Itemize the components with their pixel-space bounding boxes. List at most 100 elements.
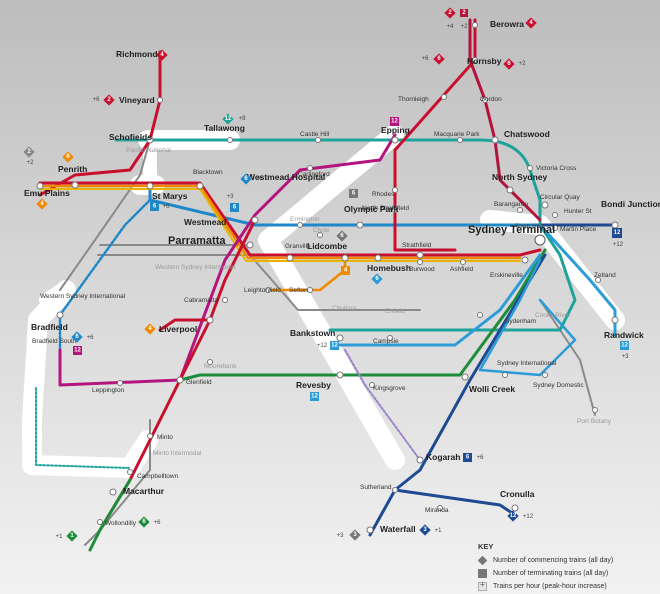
station-dot-leppington[interactable] bbox=[117, 380, 123, 386]
inc-vineyard: +6 bbox=[93, 97, 101, 103]
station-dot-cabramatta[interactable] bbox=[222, 297, 228, 303]
badge-diamond-liverpool bbox=[144, 323, 156, 335]
station-dot-macarthur[interactable] bbox=[109, 488, 117, 496]
station-dot-parramatta[interactable] bbox=[246, 241, 254, 249]
badge-text-vineyard: 2 bbox=[107, 97, 111, 103]
badge-diamond-cronulla bbox=[507, 510, 519, 522]
badge-diamond-waterfall bbox=[419, 524, 431, 536]
station-dot-sutherland[interactable] bbox=[392, 487, 398, 493]
station-dot-homebush[interactable] bbox=[374, 254, 382, 262]
station-dot-berowra[interactable] bbox=[472, 22, 478, 28]
station-dot-carlingford[interactable] bbox=[307, 165, 313, 171]
station-dot-westmead[interactable] bbox=[251, 216, 259, 224]
station-dot-sefton[interactable] bbox=[307, 287, 313, 293]
station-dot-strathfield[interactable] bbox=[416, 251, 424, 259]
station-dot-randwick[interactable] bbox=[611, 316, 619, 324]
label-westmead-hospital: Westmead Hospital bbox=[247, 172, 325, 182]
line-t4-illawarra bbox=[368, 253, 547, 537]
station-dot-campbelltown[interactable] bbox=[127, 469, 133, 475]
station-dot-penrith[interactable] bbox=[71, 181, 79, 189]
label-burwood: Burwood bbox=[409, 266, 435, 273]
station-dot-cronulla[interactable] bbox=[511, 504, 519, 512]
label-gordon: Gordon bbox=[480, 96, 502, 103]
badge-diamond-hornsby-left bbox=[433, 53, 445, 65]
station-dot-st-marys[interactable] bbox=[146, 182, 154, 190]
label-randwick: Randwick bbox=[604, 330, 644, 340]
station-dot-sydenham[interactable] bbox=[477, 312, 483, 318]
station-dot-waterfall[interactable] bbox=[366, 526, 374, 534]
station-dot-ermington[interactable] bbox=[297, 222, 303, 228]
station-dot-emu-plains[interactable] bbox=[36, 182, 44, 190]
station-dot-castle-hill[interactable] bbox=[315, 137, 321, 143]
label-bondi-junction: Bondi Junction bbox=[601, 199, 660, 209]
station-dot-olympic-park[interactable] bbox=[356, 221, 364, 229]
label-clyde: Clyde bbox=[313, 227, 330, 234]
label-granville: Granville bbox=[285, 243, 311, 250]
station-dot-epping[interactable] bbox=[391, 136, 399, 144]
label-parramatta: Parramatta bbox=[168, 235, 226, 247]
station-dot-blacktown[interactable] bbox=[196, 182, 204, 190]
station-dot-north-strathfield[interactable] bbox=[392, 207, 398, 213]
line-t4-cronulla bbox=[393, 488, 517, 517]
station-dot-tallawong[interactable] bbox=[227, 137, 233, 143]
station-dot-schofields[interactable] bbox=[146, 136, 154, 144]
station-dot-clyde[interactable] bbox=[317, 232, 323, 238]
line-t1-liverpool-spur bbox=[158, 318, 212, 332]
station-dot-rhodes[interactable] bbox=[392, 187, 398, 193]
station-dot-barangaroo[interactable] bbox=[517, 207, 523, 213]
station-dot-lidcombe[interactable] bbox=[341, 254, 349, 262]
badge-square-lidcombe bbox=[341, 266, 350, 275]
station-dot-miranda[interactable] bbox=[437, 505, 443, 511]
station-dot-gordon[interactable] bbox=[482, 97, 488, 103]
label-glenfield: Glenfield bbox=[186, 379, 212, 386]
inc-bondi-junction: +12 bbox=[613, 242, 624, 248]
station-dot-sydney-terminal[interactable] bbox=[534, 234, 546, 246]
label-sutherland: Sutherland bbox=[360, 484, 392, 491]
station-dot-wollondilly[interactable] bbox=[97, 519, 103, 525]
station-dot-moorebank[interactable] bbox=[207, 359, 213, 365]
station-dot-revesby[interactable] bbox=[336, 371, 344, 379]
station-dot-chatswood[interactable] bbox=[491, 136, 499, 144]
label-barangaroo: Barangaroo bbox=[494, 201, 528, 208]
station-dot-minto[interactable] bbox=[147, 433, 153, 439]
station-dot-glenfield[interactable] bbox=[176, 376, 184, 384]
station-dot-wolli-creek[interactable] bbox=[461, 373, 469, 381]
station-dot-campsie[interactable] bbox=[387, 335, 393, 341]
inc-waterfall: +1 bbox=[435, 528, 443, 534]
line-t2-west bbox=[39, 188, 521, 262]
station-dot-kingsgrove[interactable] bbox=[369, 382, 375, 388]
highlight-ws-intl bbox=[39, 284, 66, 306]
station-dot-bankstown[interactable] bbox=[336, 334, 344, 342]
station-dot-sydney-domestic[interactable] bbox=[542, 372, 548, 378]
inc-westmead: +3 bbox=[227, 194, 235, 200]
label-st-marys: St Marys bbox=[152, 191, 188, 201]
station-dot-kogarah[interactable] bbox=[416, 456, 424, 464]
badge-text-revesby: 12 bbox=[311, 394, 318, 400]
inc-hornsby: +2 bbox=[519, 61, 527, 67]
label-carlingford: Carlingford bbox=[298, 171, 330, 178]
station-dot-port-botany[interactable] bbox=[592, 407, 598, 413]
station-dot-sydney-international[interactable] bbox=[502, 372, 508, 378]
station-dot-bradfield[interactable] bbox=[56, 311, 64, 319]
station-dot-martin-place[interactable] bbox=[552, 225, 558, 231]
station-dot-macquarie-park[interactable] bbox=[457, 137, 463, 143]
station-dot-granville[interactable] bbox=[286, 254, 294, 262]
station-dot-hunter-st[interactable] bbox=[552, 212, 558, 218]
station-dot-north-sydney[interactable] bbox=[506, 186, 514, 194]
station-dot-burwood[interactable] bbox=[417, 259, 423, 265]
station-dot-ashfield[interactable] bbox=[460, 259, 466, 265]
station-dot-erskineville[interactable] bbox=[521, 256, 529, 264]
station-dot-victoria-cross[interactable] bbox=[527, 165, 533, 171]
badge-square-westmead-hospital bbox=[230, 203, 239, 212]
plus-icon bbox=[478, 580, 487, 591]
station-dot-thornleigh[interactable] bbox=[441, 94, 447, 100]
station-dot-circular-quay[interactable] bbox=[541, 201, 549, 209]
station-dot-leightonfield[interactable] bbox=[265, 287, 271, 293]
inc-st-marys: +6 bbox=[163, 204, 171, 210]
station-dot-vineyard[interactable] bbox=[157, 97, 163, 103]
station-dot-bondi-junction[interactable] bbox=[611, 221, 619, 229]
line-t2-bankstown bbox=[338, 253, 542, 347]
station-dot-liverpool[interactable] bbox=[206, 316, 214, 324]
station-dot-zetland[interactable] bbox=[595, 277, 601, 283]
station-dot-hornsby[interactable] bbox=[472, 57, 478, 63]
